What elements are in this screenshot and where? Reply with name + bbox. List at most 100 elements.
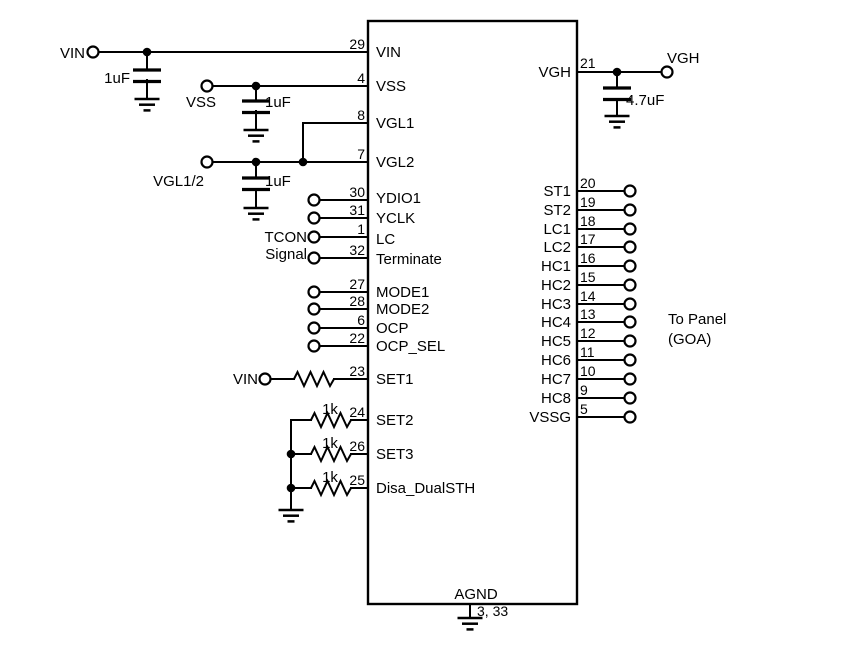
- pin-number: 6: [357, 312, 365, 328]
- pin-label: MODE1: [376, 284, 429, 301]
- agnd-pin-label: AGND: [454, 586, 498, 603]
- pin-number: 22: [349, 330, 365, 346]
- pin-label: HC7: [541, 371, 571, 388]
- terminal-label-set1-vin: VIN: [233, 371, 258, 388]
- resistor-icon: [293, 371, 335, 387]
- pin-label: LC: [376, 231, 395, 248]
- right-pin-labels: VGH ST1 ST2 LC1 LC2 HC1 HC2 HC3 HC4 HC5 …: [529, 64, 571, 426]
- pin-label: VSS: [376, 78, 406, 95]
- terminal-circle: [623, 410, 637, 424]
- ground-icon: [133, 97, 161, 112]
- pin-label: SET1: [376, 371, 414, 388]
- cap-value-vin: 1uF: [104, 70, 130, 87]
- junction-dot: [251, 157, 261, 167]
- pin-number: 11: [580, 344, 595, 360]
- junction-dot: [286, 449, 296, 459]
- pin-number: 16: [580, 250, 596, 266]
- junction-dot: [286, 483, 296, 493]
- tcon-signal-label-line1: TCON: [265, 229, 308, 246]
- terminal-circle: [307, 285, 321, 299]
- pin-number: 8: [357, 107, 365, 123]
- pin-label: LC2: [543, 239, 571, 256]
- terminal-circle: [623, 184, 637, 198]
- agnd-pin-number: 3, 33: [477, 603, 508, 619]
- res-value-set3: 1k: [322, 435, 338, 452]
- terminal-circle: [623, 259, 637, 273]
- pin-label: HC4: [541, 314, 571, 331]
- terminal-circle: [660, 65, 674, 79]
- terminal-circle: [307, 251, 321, 265]
- pin-label: Disa_DualSTH: [376, 480, 475, 497]
- pin-number: 31: [349, 202, 365, 218]
- pin-label: HC3: [541, 296, 571, 313]
- terminal-circle: [258, 372, 272, 386]
- res-value-set2: 1k: [322, 401, 338, 418]
- ground-icon: [277, 508, 305, 523]
- junction-dot: [612, 67, 622, 77]
- pin-number: 15: [580, 269, 596, 285]
- ground-icon: [242, 206, 270, 221]
- right-pin-numbers: 21 20 19 18 17 16 15 14 13 12 11 10 9 5: [580, 55, 596, 417]
- left-pin-labels: VIN VSS VGL1 VGL2 YDIO1 YCLK LC Terminat…: [376, 44, 475, 497]
- pin-label: SET2: [376, 412, 414, 429]
- terminal-circle: [623, 315, 637, 329]
- res-value-disa: 1k: [322, 469, 338, 486]
- cap-value-vgl: 1uF: [265, 173, 291, 190]
- pin-label: HC5: [541, 333, 571, 350]
- pin-label: HC8: [541, 390, 571, 407]
- pin-label: MODE2: [376, 301, 429, 318]
- pin-number: 30: [349, 184, 365, 200]
- pin-number: 21: [580, 55, 596, 71]
- pin-number: 13: [580, 306, 596, 322]
- pin-label: ST2: [543, 202, 571, 219]
- terminal-label-vgl: VGL1/2: [153, 173, 204, 190]
- pin-label: HC2: [541, 277, 571, 294]
- pin-label: YDIO1: [376, 190, 421, 207]
- ground-icon: [603, 114, 631, 129]
- pin-number: 14: [580, 288, 596, 304]
- terminal-circle: [623, 297, 637, 311]
- terminal-circle: [200, 155, 214, 169]
- pin-number: 26: [349, 438, 365, 454]
- terminal-circle: [623, 278, 637, 292]
- pin-number: 28: [349, 293, 365, 309]
- left-pin-numbers: 29 4 8 7 30 31 1 32 27 28 6 22 23 24 26 …: [349, 36, 365, 488]
- pin-label: VGL2: [376, 154, 414, 171]
- pin-label: LC1: [543, 221, 571, 238]
- pin-label: VIN: [376, 44, 401, 61]
- terminal-circle: [307, 230, 321, 244]
- ground-icon: [242, 128, 270, 143]
- pin-number: 27: [349, 276, 365, 292]
- cap-value-vgh: 4.7uF: [626, 92, 664, 109]
- to-panel-label-line2: (GOA): [668, 331, 711, 348]
- terminal-circle: [623, 391, 637, 405]
- pin-label: HC6: [541, 352, 571, 369]
- terminal-label-vss: VSS: [186, 94, 216, 111]
- pin-label: ST1: [543, 183, 571, 200]
- pin-number: 19: [580, 194, 596, 210]
- terminal-circle: [307, 321, 321, 335]
- pin-number: 18: [580, 213, 596, 229]
- terminal-circle: [623, 203, 637, 217]
- junction-dot: [298, 157, 308, 167]
- pin-label: OCP: [376, 320, 409, 337]
- pin-number: 1: [357, 221, 365, 237]
- junction-dot: [142, 47, 152, 57]
- pin-number: 4: [357, 70, 365, 86]
- junction-dot: [251, 81, 261, 91]
- terminal-circle: [86, 45, 100, 59]
- terminal-circle: [623, 222, 637, 236]
- pin-number: 29: [349, 36, 365, 52]
- pin-number: 10: [580, 363, 596, 379]
- pin-label: Terminate: [376, 251, 442, 268]
- pin-number: 12: [580, 325, 596, 341]
- pin-label: HC1: [541, 258, 571, 275]
- pin-label: OCP_SEL: [376, 338, 445, 355]
- pin-number: 9: [580, 382, 588, 398]
- pin-number: 7: [357, 146, 365, 162]
- terminal-circle: [307, 193, 321, 207]
- terminal-circle: [200, 79, 214, 93]
- terminal-circle: [623, 334, 637, 348]
- terminal-circle: [623, 240, 637, 254]
